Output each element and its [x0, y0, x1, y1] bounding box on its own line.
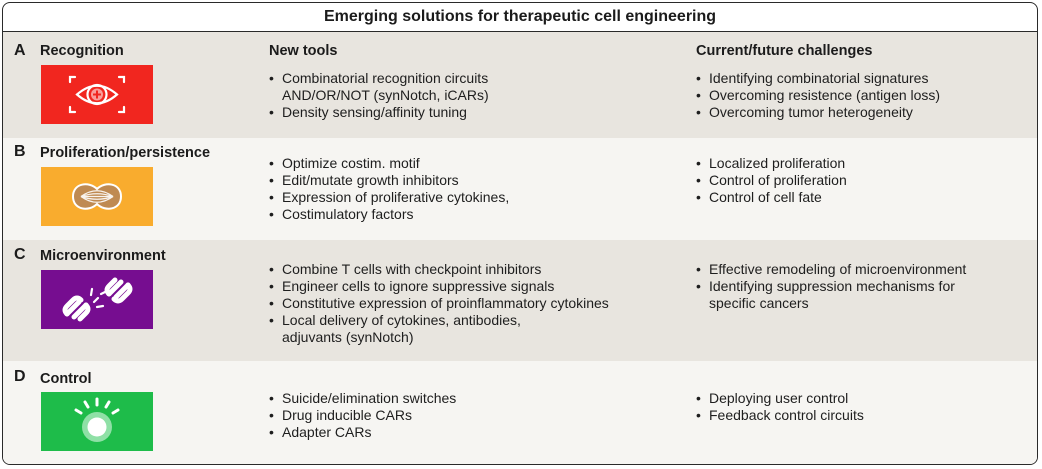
row-proliferation: B Proliferation/persistence Optimize cos… [3, 138, 1037, 240]
list-item: Expression of proliferative cytokines, [269, 189, 509, 206]
list-item: Adapter CARs [269, 424, 456, 441]
row-recognition: A Recognition New tools Current/future c… [3, 32, 1037, 138]
row-name: Recognition [40, 43, 124, 59]
list-item: Local delivery of cytokines, antibodies,… [269, 312, 609, 346]
challenges-list: Identifying combinatorial signatures Ove… [696, 70, 940, 121]
challenges-list: Deploying user control Feedback control … [696, 390, 864, 424]
tools-list: Suicide/elimination switches Drug induci… [269, 390, 456, 441]
list-item: Density sensing/affinity tuning [269, 104, 489, 121]
list-item: Control of proliferation [696, 172, 847, 189]
challenges-list: Localized proliferation Control of proli… [696, 155, 847, 206]
row-letter: C [14, 246, 26, 263]
challenges-list: Effective remodeling of microenvironment… [696, 261, 966, 312]
list-item: Identifying suppression mechanisms for s… [696, 278, 966, 312]
list-item: Deploying user control [696, 390, 864, 407]
list-item: Effective remodeling of microenvironment [696, 261, 966, 278]
row-control: D Control Suicide/elimination switches D… [3, 361, 1037, 464]
list-item: Combine T cells with checkpoint inhibito… [269, 261, 609, 278]
list-item: Control of cell fate [696, 189, 847, 206]
eye-target-icon [41, 65, 153, 124]
row-letter: B [14, 143, 26, 160]
light-switch-icon [41, 392, 153, 451]
list-item: Identifying combinatorial signatures [696, 70, 940, 87]
row-letter: D [14, 368, 26, 385]
tools-list: Combinatorial recognition circuits AND/O… [269, 70, 489, 121]
column-header-tools: New tools [269, 43, 338, 59]
broken-chain-icon [41, 270, 153, 329]
row-name: Control [40, 371, 92, 387]
row-letter: A [14, 42, 26, 59]
list-item: Feedback control circuits [696, 407, 864, 424]
figure-title: Emerging solutions for therapeutic cell … [3, 3, 1037, 32]
dividing-cell-icon [41, 167, 153, 226]
column-header-challenges: Current/future challenges [696, 43, 873, 59]
list-item: Localized proliferation [696, 155, 847, 172]
list-item: Constitutive expression of proinflammato… [269, 295, 609, 312]
tools-list: Optimize costim. motif Edit/mutate growt… [269, 155, 509, 223]
list-item: Drug inducible CARs [269, 407, 456, 424]
list-item: Combinatorial recognition circuits AND/O… [269, 70, 489, 104]
row-microenvironment: C Microenvironment Combine T cells with … [3, 240, 1037, 361]
list-item: Overcoming resistence (antigen loss) [696, 87, 940, 104]
list-item: Optimize costim. motif [269, 155, 509, 172]
list-item: Costimulatory factors [269, 206, 509, 223]
list-item: Engineer cells to ignore suppressive sig… [269, 278, 609, 295]
row-name: Proliferation/persistence [40, 145, 211, 161]
row-name: Microenvironment [40, 248, 166, 264]
list-item: Edit/mutate growth inhibitors [269, 172, 509, 189]
list-item: Suicide/elimination switches [269, 390, 456, 407]
tools-list: Combine T cells with checkpoint inhibito… [269, 261, 609, 346]
list-item: Overcoming tumor heterogeneity [696, 104, 940, 121]
